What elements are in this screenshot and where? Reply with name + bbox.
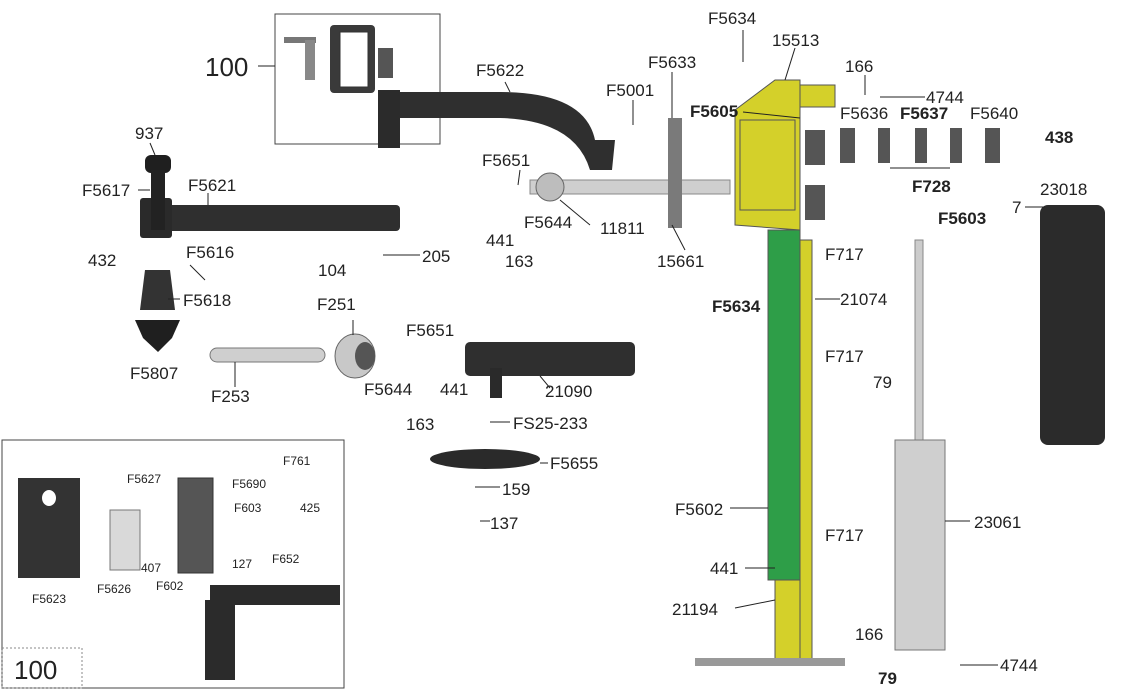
callout-f5651-top: F5651 <box>482 151 530 170</box>
callout-15513: 15513 <box>772 31 819 50</box>
inset-callout-f5623: F5623 <box>32 592 66 606</box>
shaft-11811 <box>529 172 731 202</box>
callout-f5655: F5655 <box>550 454 598 473</box>
inset-callout-f5627: F5627 <box>127 472 161 486</box>
callout-166-bottom: 166 <box>855 625 883 644</box>
shaft-f253 <box>209 347 326 363</box>
inset-callout-f602: F602 <box>156 579 184 593</box>
callout-79-mid: 79 <box>873 373 892 392</box>
callout-f717-c: F717 <box>825 526 864 545</box>
inset-callout-f761: F761 <box>283 454 311 468</box>
callout-f5622: F5622 <box>476 61 524 80</box>
cover-23018 <box>1040 205 1105 445</box>
inset-label-100: 100 <box>14 655 57 685</box>
callout-f251: F251 <box>317 295 356 314</box>
callout-21194: 21194 <box>672 600 718 619</box>
callout-7: 7 <box>1012 198 1021 217</box>
callout-f5634-top: F5634 <box>708 9 756 28</box>
callout-21074: 21074 <box>840 290 887 309</box>
callout-23061: 23061 <box>974 513 1021 532</box>
callout-f5603: F5603 <box>938 209 986 228</box>
callout-f728: F728 <box>912 177 951 196</box>
callout-f5616: F5616 <box>186 243 234 262</box>
callout-23018: 23018 <box>1040 180 1087 199</box>
callout-159: 159 <box>502 480 530 499</box>
callout-f253: F253 <box>211 387 250 406</box>
callout-166-top: 166 <box>845 57 873 76</box>
callout-f5633: F5633 <box>648 53 696 72</box>
callout-f5618: F5618 <box>183 291 231 310</box>
callout-f5634-bottom: F5634 <box>712 297 761 316</box>
inset-callout-f603: F603 <box>234 501 262 515</box>
callout-f5644-mid: F5644 <box>364 380 412 399</box>
clamp-f5618 <box>140 270 175 310</box>
callout-f5621: F5621 <box>188 176 236 195</box>
callout-432: 432 <box>88 251 116 270</box>
callout-441-top: 441 <box>486 231 514 250</box>
callout-441-mid: 441 <box>440 380 468 399</box>
callout-fs25-233: FS25-233 <box>513 414 588 433</box>
callout-f5001: F5001 <box>606 81 654 100</box>
callout-f5617: F5617 <box>82 181 130 200</box>
callout-4744-top: 4744 <box>926 88 964 107</box>
callout-4744-bottom: 4744 <box>1000 656 1038 675</box>
inset-label-frame <box>1 647 83 689</box>
callout-f717-a: F717 <box>825 245 864 264</box>
callout-11811: 11811 <box>600 219 645 238</box>
arm-f5621 <box>140 155 400 238</box>
callout-f5605: F5605 <box>690 102 738 121</box>
callout-137: 137 <box>490 514 518 533</box>
callout-f5636: F5636 <box>840 104 888 123</box>
inset-callout-f652: F652 <box>272 552 300 566</box>
callout-163-top: 163 <box>505 252 533 271</box>
boom-arm-f5622 <box>378 90 615 170</box>
post-21074 <box>799 239 813 661</box>
head-f5807 <box>135 320 180 352</box>
callout-f5644-top: F5644 <box>524 213 572 232</box>
arm-21090 <box>465 342 635 398</box>
inset-callout-425: 425 <box>300 501 320 515</box>
bushing-f251 <box>334 333 376 379</box>
callout-f5640: F5640 <box>970 104 1018 123</box>
pad-f5655 <box>430 449 540 469</box>
callout-f717-b: F717 <box>825 347 864 366</box>
inset-labels: F761 F5627 F5690 425 F603 127 F652 407 F… <box>14 454 320 685</box>
callout-104: 104 <box>318 261 346 280</box>
clamp-blocks <box>805 128 1000 220</box>
callout-79-bottom: 79 <box>878 669 897 688</box>
cylinder-23061 <box>894 239 946 651</box>
callout-f5637: F5637 <box>900 104 948 123</box>
callout-937: 937 <box>135 124 163 143</box>
head-15513 <box>734 79 836 231</box>
inset-callout-407: 407 <box>141 561 161 575</box>
callout-labels: 100 F5622 F5634 15513 F5633 F5001 166 47… <box>82 9 1087 688</box>
bar-f5633 <box>668 118 682 228</box>
base-21194 <box>695 579 845 666</box>
inset-drawing <box>18 477 340 680</box>
inset-callout-f5690: F5690 <box>232 477 266 491</box>
callout-f5807: F5807 <box>130 364 178 383</box>
callout-f5651-mid: F5651 <box>406 321 454 340</box>
leader-lines <box>138 30 1045 666</box>
callout-438: 438 <box>1045 128 1073 147</box>
post-f5602 <box>767 229 801 581</box>
callout-163-mid: 163 <box>406 415 434 434</box>
callout-100: 100 <box>205 52 248 82</box>
inset-callout-f5626: F5626 <box>97 582 131 596</box>
callout-f5602: F5602 <box>675 500 723 519</box>
callout-21090: 21090 <box>545 382 592 401</box>
callout-205: 205 <box>422 247 450 266</box>
inset-callout-127: 127 <box>232 557 252 571</box>
callout-15661: 15661 <box>657 252 704 271</box>
callout-441-bottom: 441 <box>710 559 738 578</box>
